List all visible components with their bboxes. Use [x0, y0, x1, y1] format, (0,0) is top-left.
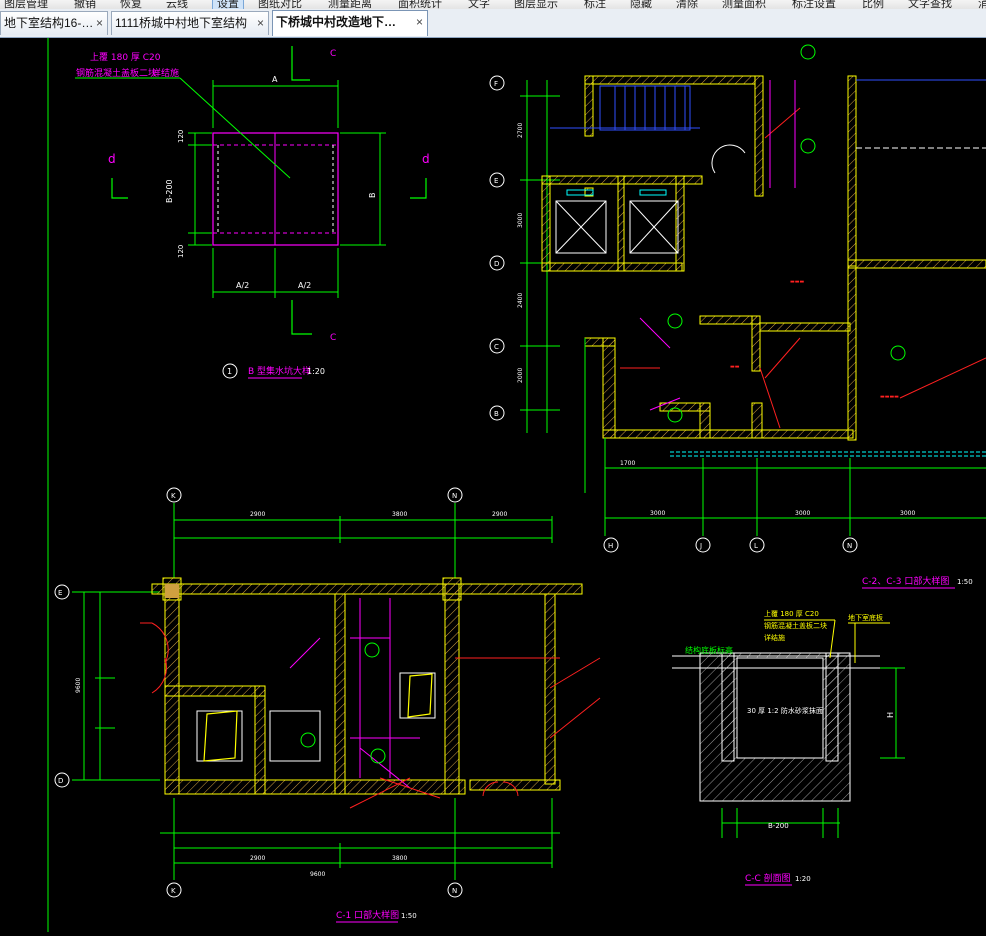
svg-text:▬▬▬: ▬▬▬: [790, 279, 804, 285]
dim-text: 2700: [517, 123, 524, 138]
dim-b-200: B-200: [165, 179, 174, 203]
section-label-right: 地下室底板: [848, 613, 883, 622]
tab-document-3-active[interactable]: 下桥城中村改造地下… ×: [272, 10, 428, 36]
axis-label: K: [171, 492, 176, 500]
axis-label: E: [58, 589, 62, 597]
dim-text: 9600: [310, 871, 325, 878]
document-tab-bar: 地下室结构16-… × 1111桥城中村地下室结构 × 下桥城中村改造地下… ×: [0, 9, 986, 38]
note-see-structure: 详结施: [152, 67, 179, 79]
section-mark-left: d: [108, 152, 116, 166]
section-mark-top: C: [330, 49, 336, 59]
section-note-3: 详结施: [764, 633, 785, 642]
dim-text: 9600: [75, 678, 82, 693]
plan-c1-title: C-1 口部大样图: [336, 909, 399, 921]
dim-120-bottom: 120: [177, 245, 185, 258]
toolbar-item[interactable]: 清除: [676, 0, 698, 10]
axis-label: C: [494, 343, 499, 351]
plan-c2-title: C-2、C-3 口部大样图: [862, 575, 949, 587]
section-title: C-C 剖面图: [745, 872, 791, 884]
section-mark-bottom: C: [330, 333, 336, 343]
toolbar-item[interactable]: 标注: [584, 0, 606, 10]
detail-scale: 1:20: [307, 367, 325, 376]
dim-a: A: [272, 75, 278, 84]
dim-text: 2900: [492, 511, 507, 518]
cad-drawing-canvas[interactable]: 上覆 180 厚 C20 钢筋混凝土盖板二块 详结施 A 120 B-200 1…: [0, 38, 986, 932]
toolbar-item[interactable]: 图层显示: [514, 0, 558, 10]
close-icon[interactable]: ×: [415, 15, 423, 29]
section-scale: 1:20: [795, 875, 811, 883]
axis-label: J: [699, 542, 702, 550]
dim-a2-right: A/2: [298, 281, 311, 290]
axis-label: K: [171, 887, 176, 895]
section-note-2: 钢筋混凝土盖板二块: [764, 621, 827, 630]
tab-label: 地下室结构16-…: [4, 16, 94, 30]
section-dim-bottom: B-200: [768, 822, 789, 830]
axis-label: H: [608, 542, 613, 550]
dim-text: 3000: [795, 510, 810, 517]
toolbar-item[interactable]: 面积统计: [398, 0, 442, 10]
dim-text: 2900: [250, 855, 265, 862]
plan-c2-c3: 2700 3000 2400 2000 F E D C B: [489, 44, 986, 589]
toolbar-item[interactable]: 撤销: [74, 0, 96, 10]
axis-label: N: [452, 887, 457, 895]
cad-drawing: 上覆 180 厚 C20 钢筋混凝土盖板二块 详结施 A 120 B-200 1…: [47, 38, 986, 932]
section-label-left: 结构底板标高: [685, 645, 733, 655]
dim-text: 3800: [392, 855, 407, 862]
dim-text: 3000: [650, 510, 665, 517]
note-cover-slab: 上覆 180 厚 C20: [90, 52, 161, 63]
toolbar-item[interactable]: 标注设置: [792, 0, 836, 10]
close-icon[interactable]: ×: [256, 16, 264, 30]
toolbar-item[interactable]: 图层管理: [4, 0, 48, 10]
toolbar-item[interactable]: 隐藏: [630, 0, 652, 10]
section-dim-h: H: [886, 712, 895, 718]
toolbar-item[interactable]: 测量距离: [328, 0, 372, 10]
toolbar-item[interactable]: 文字: [468, 0, 490, 10]
dim-text: 1700: [620, 460, 635, 467]
dim-text: 2900: [250, 511, 265, 518]
axis-label: F: [494, 80, 498, 88]
dim-text: 3000: [517, 213, 524, 228]
axis-label: N: [452, 492, 457, 500]
plan-c2-scale: 1:50: [957, 578, 973, 586]
plan-c1-scale: 1:50: [401, 912, 417, 920]
tab-document-2[interactable]: 1111桥城中村地下室结构 ×: [111, 11, 269, 35]
axis-label: D: [58, 777, 63, 785]
toolbar-item[interactable]: 比例: [862, 0, 884, 10]
axis-label: N: [847, 542, 852, 550]
tab-label: 1111桥城中村地下室结构: [115, 16, 248, 30]
dim-120-top: 120: [177, 130, 185, 143]
axis-label: D: [494, 260, 499, 268]
section-mark-right: d: [422, 152, 430, 166]
plan-c1: K N K N E D 2900 3800 2900 9600: [54, 487, 601, 923]
dim-a2-left: A/2: [236, 281, 249, 290]
toolbar-item[interactable]: 消: [978, 0, 986, 9]
dim-text: 3000: [900, 510, 915, 517]
tab-label: 下桥城中村改造地下…: [276, 15, 397, 29]
section-inner-note: 30 厚 1:2 防水砂浆抹面: [747, 706, 823, 715]
axis-label: E: [494, 177, 498, 185]
section-note-1: 上覆 180 厚 C20: [764, 609, 819, 618]
dim-text: 2000: [517, 368, 524, 383]
axis-label: L: [754, 542, 758, 550]
note-cover-slab-2: 钢筋混凝土盖板二块: [76, 67, 157, 79]
toolbar-item[interactable]: 测量面积: [722, 0, 766, 10]
toolbar-item[interactable]: 云线: [166, 0, 188, 10]
tab-document-1[interactable]: 地下室结构16-… ×: [0, 11, 108, 35]
detail-title: B 型集水坑大样: [248, 365, 311, 377]
dim-text: 3800: [392, 511, 407, 518]
section-cc: 结构底板标高 地下室底板 上覆 180 厚 C20 钢筋混凝土盖板二块 详结施 …: [672, 609, 905, 886]
svg-text:▬▬: ▬▬: [730, 364, 740, 370]
axis-label: B: [494, 410, 499, 418]
dim-b: B: [368, 193, 377, 199]
toolbar-item[interactable]: 图纸对比: [258, 0, 302, 10]
svg-text:▬▬▬▬: ▬▬▬▬: [880, 394, 899, 400]
toolbar-item[interactable]: 恢复: [120, 0, 142, 10]
toolbar-item[interactable]: 文字查找: [908, 0, 952, 10]
close-icon[interactable]: ×: [95, 16, 103, 30]
toolbar-item[interactable]: 设置: [212, 0, 244, 9]
detail-number: 1: [227, 367, 232, 376]
detail-sump-plan: 上覆 180 厚 C20 钢筋混凝土盖板二块 详结施 A 120 B-200 1…: [75, 46, 430, 379]
dim-text: 2400: [517, 293, 524, 308]
